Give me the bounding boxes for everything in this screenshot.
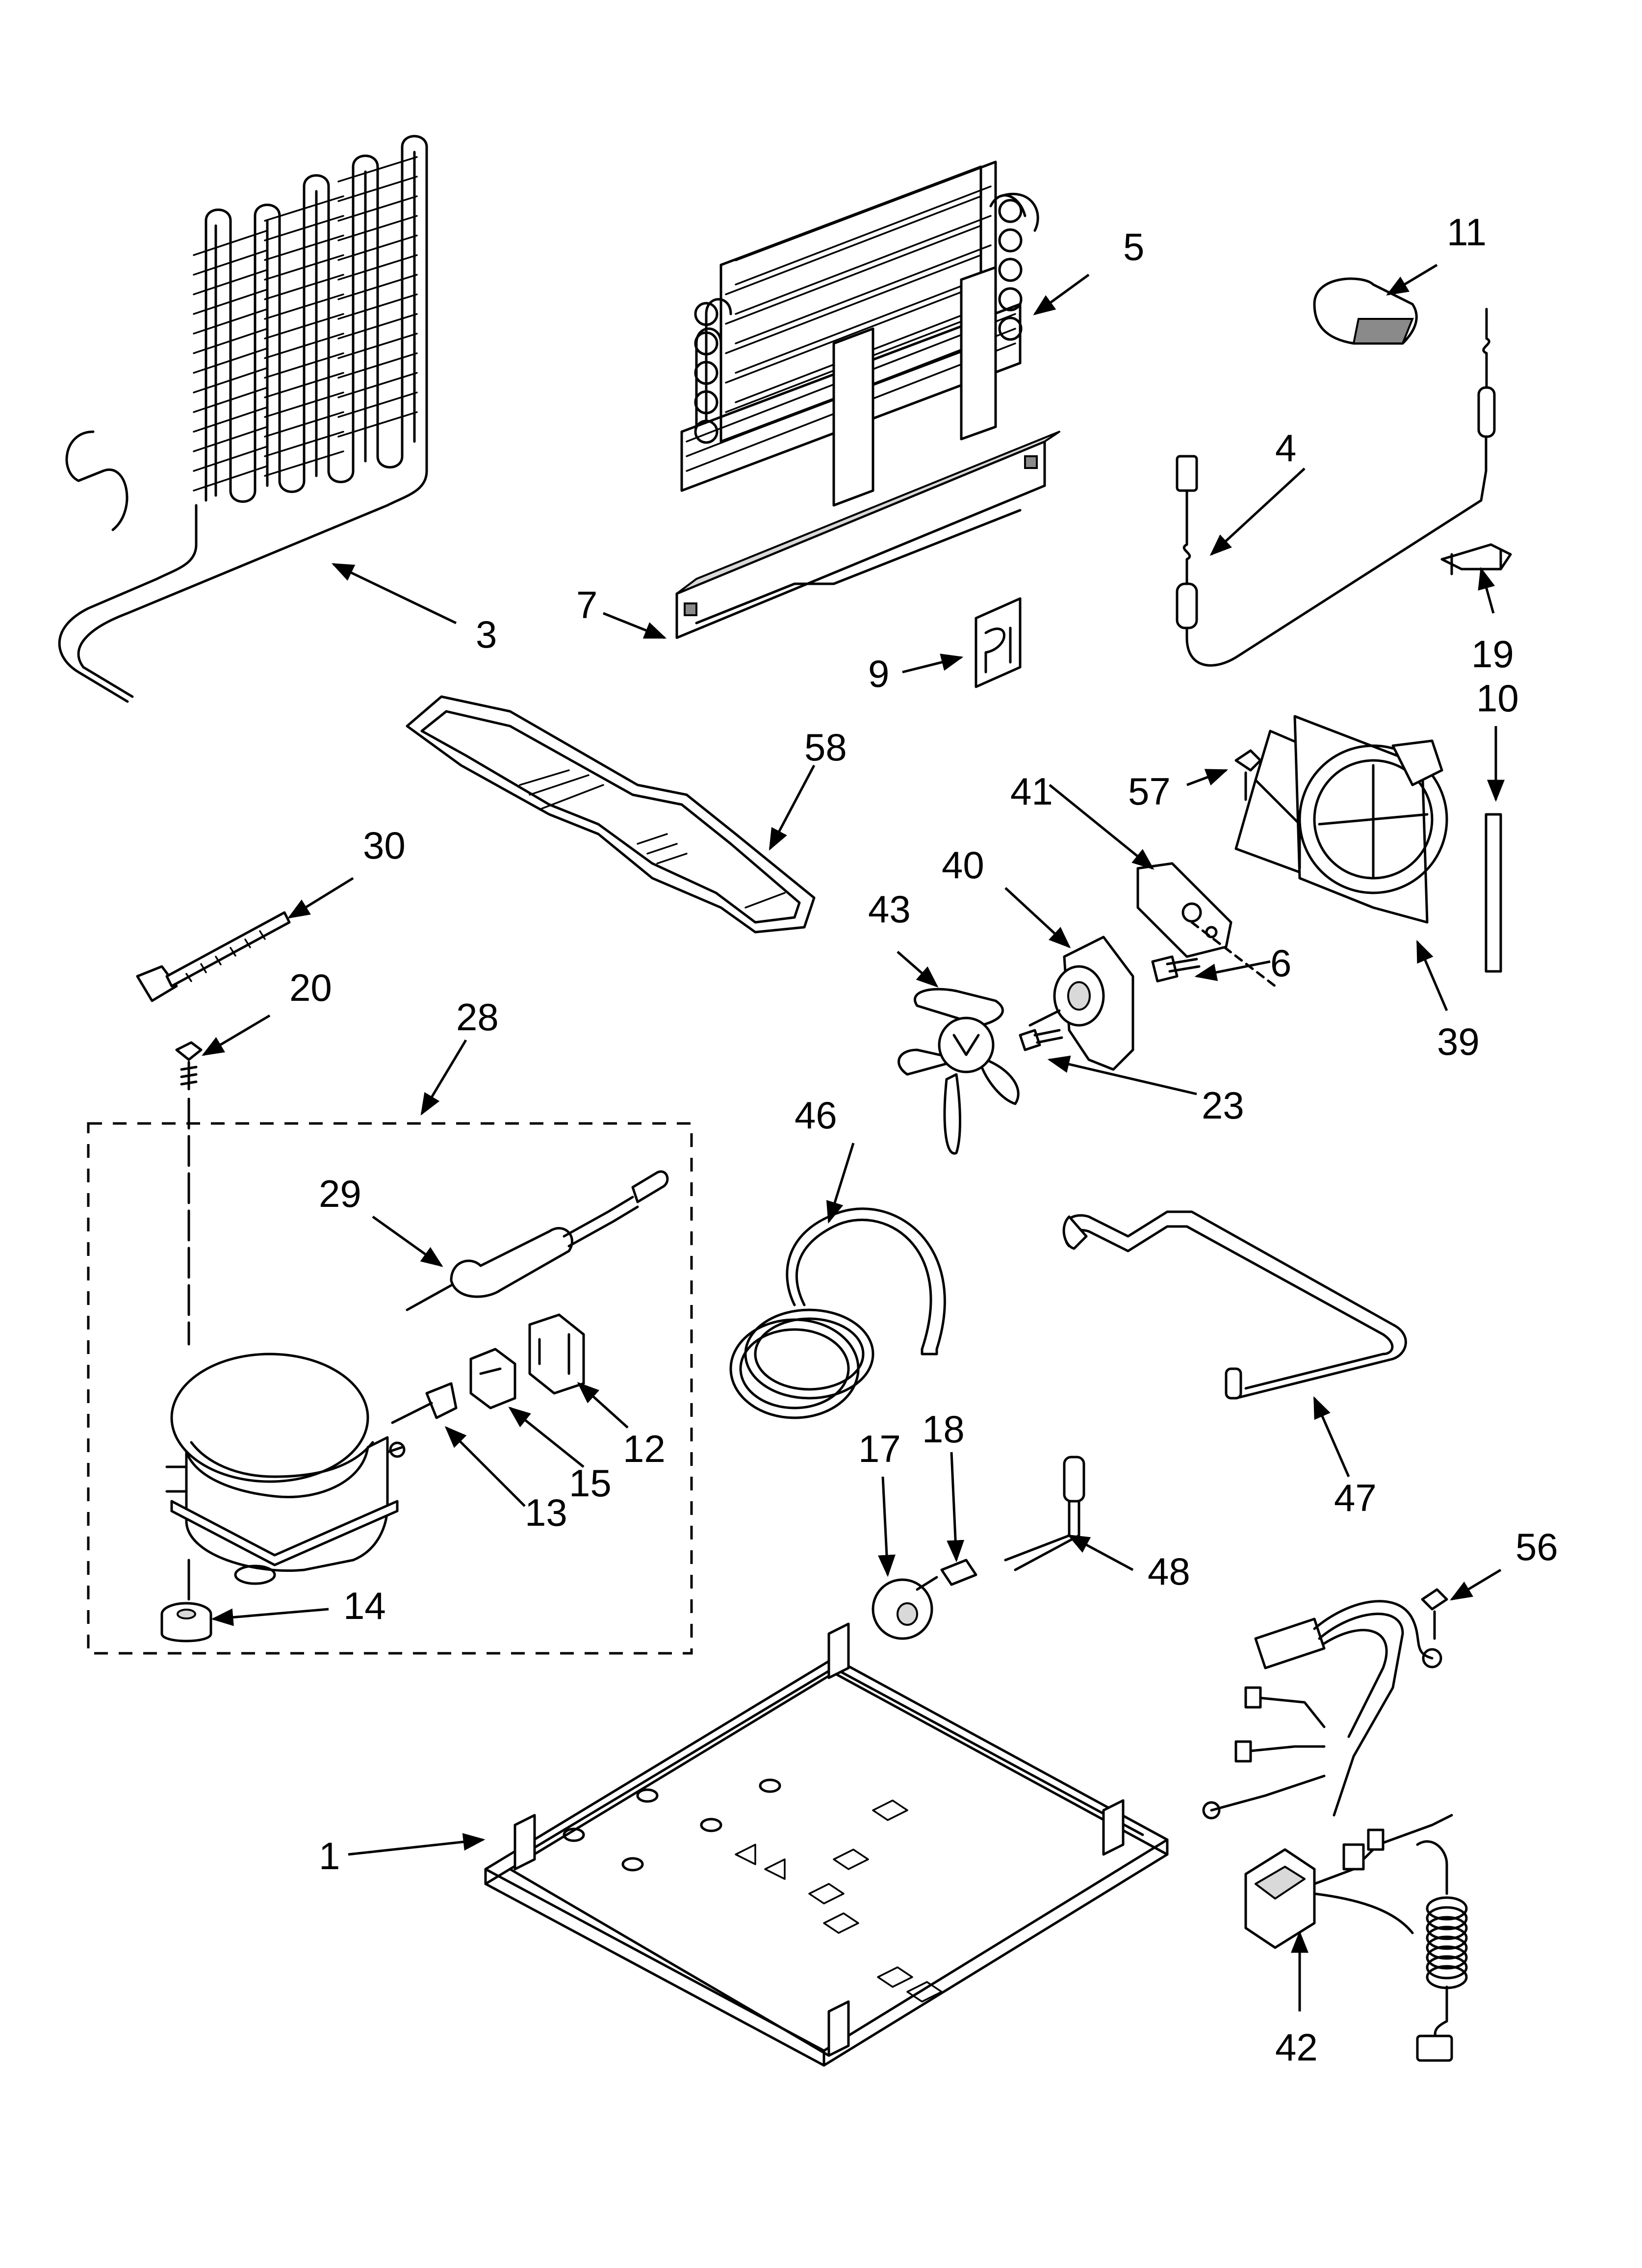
label-part-14: 14 xyxy=(343,1584,386,1627)
label-part-43: 43 xyxy=(868,887,911,931)
fan-shroud-drawing xyxy=(1234,715,1502,973)
condenser-coil-drawing xyxy=(58,135,428,703)
filter-drier-drawing xyxy=(406,1170,669,1311)
label-part-30: 30 xyxy=(363,824,406,867)
water-tube-drawing xyxy=(1062,1210,1407,1400)
label-part-42: 42 xyxy=(1275,2026,1318,2069)
label-part-10: 10 xyxy=(1476,677,1519,720)
label-part-57: 57 xyxy=(1128,770,1171,813)
drain-hose-drawing xyxy=(729,1207,946,1419)
cap-drawing xyxy=(1313,277,1418,345)
label-part-58: 58 xyxy=(804,726,847,769)
label-part-4: 4 xyxy=(1275,426,1296,469)
label-part-41: 41 xyxy=(1010,770,1053,813)
part-number-labels: 3 5 4 11 7 9 19 10 58 57 41 40 6 39 43 2… xyxy=(289,210,1558,2069)
screw-drawing xyxy=(175,1041,203,1346)
label-part-15: 15 xyxy=(569,1461,612,1505)
leader-lines xyxy=(202,263,1505,2011)
drain-tray-drawing xyxy=(406,695,816,934)
label-part-6: 6 xyxy=(1270,941,1291,985)
compressor-drawing xyxy=(160,1353,406,1642)
label-part-17: 17 xyxy=(858,1427,901,1470)
roller-parts-drawing xyxy=(872,1456,1085,1640)
label-part-28: 28 xyxy=(456,995,499,1039)
label-part-29: 29 xyxy=(319,1172,361,1215)
label-part-3: 3 xyxy=(476,613,497,656)
base-frame-drawing xyxy=(484,1622,1169,2067)
evaporator-drawing xyxy=(675,160,1060,639)
label-part-9: 9 xyxy=(868,652,889,695)
label-part-46: 46 xyxy=(795,1094,837,1137)
label-part-56: 56 xyxy=(1515,1525,1558,1568)
cable-tie-drawing xyxy=(136,911,291,1002)
clip-drawing xyxy=(975,597,1022,688)
label-part-12: 12 xyxy=(623,1427,666,1470)
fan-motor-drawing xyxy=(1019,862,1277,1071)
label-part-23: 23 xyxy=(1202,1084,1244,1127)
label-part-1: 1 xyxy=(319,1834,340,1877)
label-part-11: 11 xyxy=(1447,210,1487,254)
relay-parts-drawing xyxy=(391,1313,585,1424)
label-part-20: 20 xyxy=(289,966,332,1009)
label-part-39: 39 xyxy=(1437,1020,1480,1063)
label-part-48: 48 xyxy=(1148,1550,1190,1593)
label-part-19: 19 xyxy=(1471,632,1514,676)
compressor-assembly-box xyxy=(87,1122,693,1655)
label-part-13: 13 xyxy=(525,1491,567,1534)
wire-harness-drawing xyxy=(1202,1588,1468,2062)
fan-blade-drawing xyxy=(898,988,1020,1155)
thermistor-wire-drawing xyxy=(1176,308,1512,667)
label-part-18: 18 xyxy=(922,1408,965,1451)
label-part-47: 47 xyxy=(1334,1476,1377,1519)
label-part-7: 7 xyxy=(576,583,597,626)
label-part-5: 5 xyxy=(1123,225,1144,268)
label-part-40: 40 xyxy=(942,843,984,886)
